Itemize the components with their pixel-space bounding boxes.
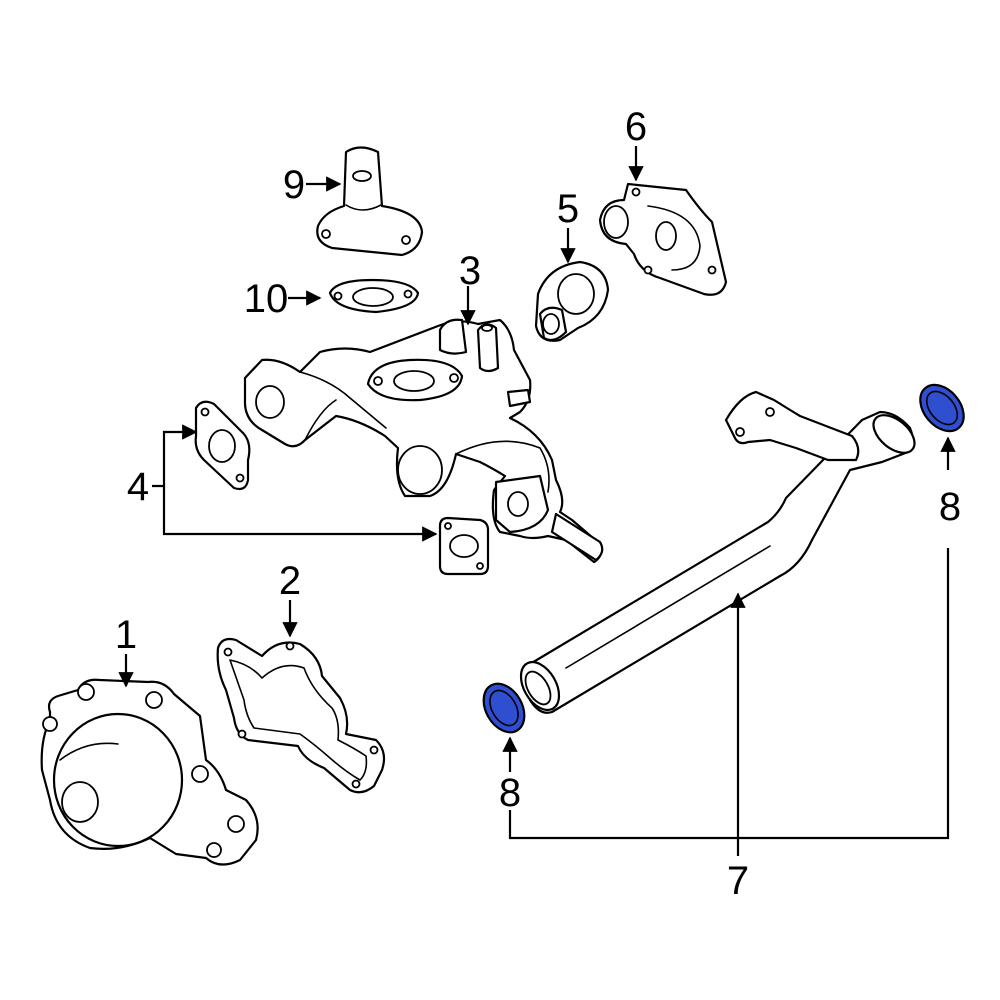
callout-1: 1: [115, 613, 137, 657]
callout-6: 6: [625, 105, 647, 149]
callout-3: 3: [459, 249, 481, 293]
leader-lines: [118, 146, 956, 856]
callout-10: 10: [244, 277, 289, 321]
callout-2: 2: [279, 559, 301, 603]
thermostat-part-5: [534, 260, 610, 342]
callout-8-right: 8: [939, 485, 961, 529]
o-ring-part-8-right: [919, 383, 965, 433]
callout-9: 9: [283, 163, 305, 207]
gasket-part-4-upper: [194, 400, 251, 491]
water-pipe-part-7: [519, 390, 916, 714]
outlet-gasket-part-10: [328, 278, 420, 314]
housing-part-3: [243, 318, 604, 564]
pump-gasket-part-2: [216, 637, 386, 794]
gasket-part-4-lower: [438, 516, 490, 576]
callout-8-left: 8: [499, 771, 521, 815]
water-outlet-part-9: [316, 146, 424, 257]
thermostat-housing-part-6: [598, 182, 728, 296]
o-ring-part-8-left: [482, 682, 526, 734]
callout-7: 7: [727, 859, 749, 903]
callout-4: 4: [127, 465, 149, 509]
callout-5: 5: [557, 187, 579, 231]
water-pump-part-1: [40, 678, 259, 866]
